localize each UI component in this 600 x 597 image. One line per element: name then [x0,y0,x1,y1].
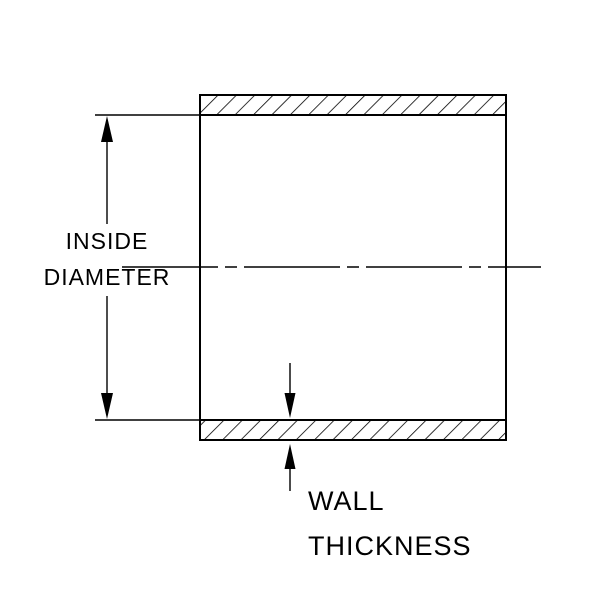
wall-arrow-up-icon [284,444,296,469]
wall-arrow-down-icon [284,393,296,418]
wall-thickness-label-line1: WALL [308,486,385,516]
inside-diameter-label-line1: INSIDE [66,228,149,254]
arrow-down-icon [101,393,113,419]
arrow-up-icon [101,116,113,142]
tube-wall-bottom-hatch [199,419,507,441]
inside-diameter-label-line2: DIAMETER [44,264,171,290]
wall-thickness-label-line2: THICKNESS [308,531,472,561]
tube-wall-top-hatch [199,94,507,116]
